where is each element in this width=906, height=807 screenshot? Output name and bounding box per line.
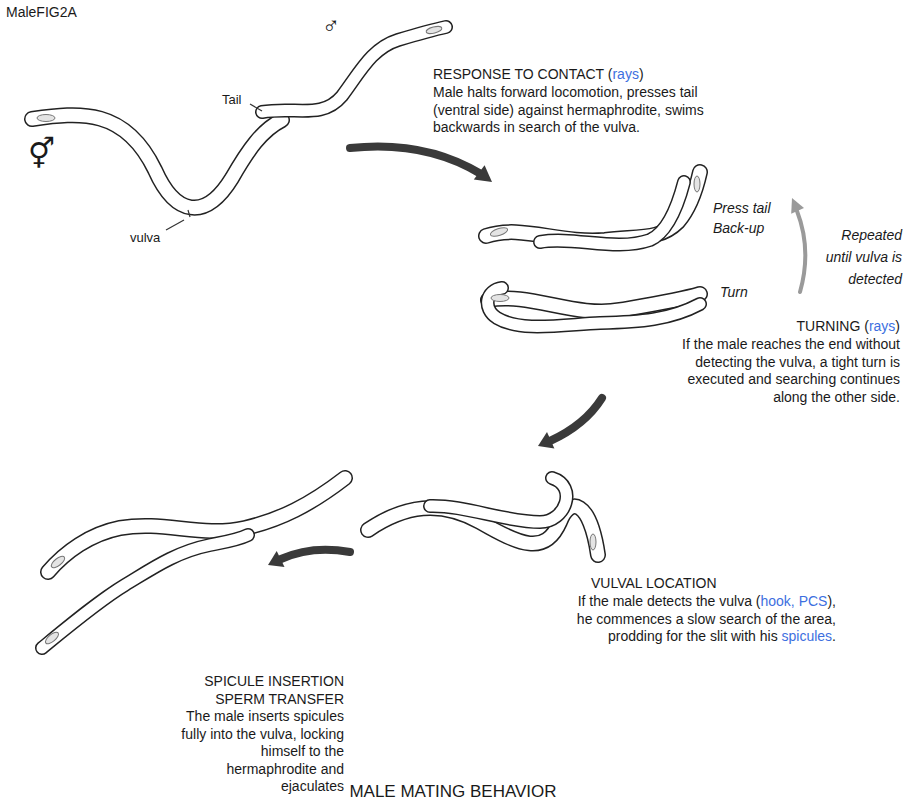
stage-description: If the male detects the vulva ( [578,593,761,609]
caption: MALE MATING BEHAVIOR [0,782,906,802]
part-name: vulva [130,230,160,245]
male-symbol: ♂ [322,12,340,40]
stage-heading: ) [639,66,644,82]
stage-heading: SPERM TRANSFER [215,691,344,707]
text-block: The male inserts spicules fully into the… [172,708,344,796]
stage-description: The male inserts spicules fully into the… [181,708,344,794]
stage-heading: SPICULE INSERTION [204,673,344,689]
stage-heading: RESPONSE TO CONTACT ( [433,66,612,82]
stage-heading: rays [612,66,638,82]
loop-note: Repeated until vulva is detected [826,227,902,287]
text-block: RESPONSE TO CONTACT (rays) [433,66,853,84]
stage-heading: TURNING ( [797,318,869,334]
text-block: Repeated until vulva is detected [822,224,902,290]
text-block: SPICULE INSERTION [150,673,344,691]
stage-description: . [832,628,836,644]
step-note: Press tail [713,200,771,216]
stage-heading: rays [869,318,895,334]
stage-heading: ) [895,318,900,334]
step-note: Turn [720,284,748,300]
stage-description: spicules [782,628,833,644]
text-block: Male halts forward locomotion, presses t… [433,84,718,137]
step-note: Back-up [713,220,764,236]
part-name: Tail [222,92,242,107]
stage-description: hook, PCS [761,593,828,609]
leader-lines [166,104,262,230]
text-block: If the male reaches the end without dete… [678,336,900,406]
text-block: VULVAL LOCATION [591,575,836,593]
stage-description: Male halts forward locomotion, presses t… [433,84,704,135]
text-block: TURNING (rays) [678,318,900,336]
text-block: If the male detects the vulva (hook, PCS… [574,593,836,646]
pharynx-details [37,25,700,646]
figure-id: MaleFIG2A [6,4,77,20]
text-block: SPERM TRANSFER [150,691,344,709]
stage-description: If the male reaches the end without dete… [682,336,900,405]
stage-heading: VULVAL LOCATION [591,575,717,591]
hermaphrodite-symbol: ⚥ [28,136,55,171]
